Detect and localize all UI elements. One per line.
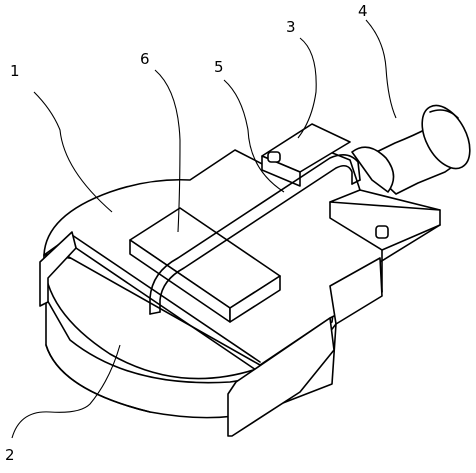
leader-6 xyxy=(154,69,181,233)
pin-upper xyxy=(267,151,281,163)
label-4: 4 xyxy=(358,2,368,20)
label-3: 3 xyxy=(286,18,296,36)
clip-part-5 xyxy=(149,154,361,315)
plate-part-6 xyxy=(129,207,281,323)
leader-4 xyxy=(365,19,397,119)
cylinder-part-4 xyxy=(351,104,471,195)
label-2: 2 xyxy=(5,446,15,464)
slide-block-part-3 xyxy=(261,123,389,239)
part-labels: 1 2 3 4 5 6 xyxy=(5,2,368,464)
label-6: 6 xyxy=(140,50,150,68)
pin-lower xyxy=(375,225,389,239)
leader-lines xyxy=(11,19,397,439)
leader-5 xyxy=(223,79,285,193)
side-walls xyxy=(39,231,383,437)
leader-3 xyxy=(297,37,317,139)
leader-1 xyxy=(33,91,113,213)
label-5: 5 xyxy=(214,58,224,76)
leader-2 xyxy=(11,344,121,439)
label-1: 1 xyxy=(10,62,20,80)
